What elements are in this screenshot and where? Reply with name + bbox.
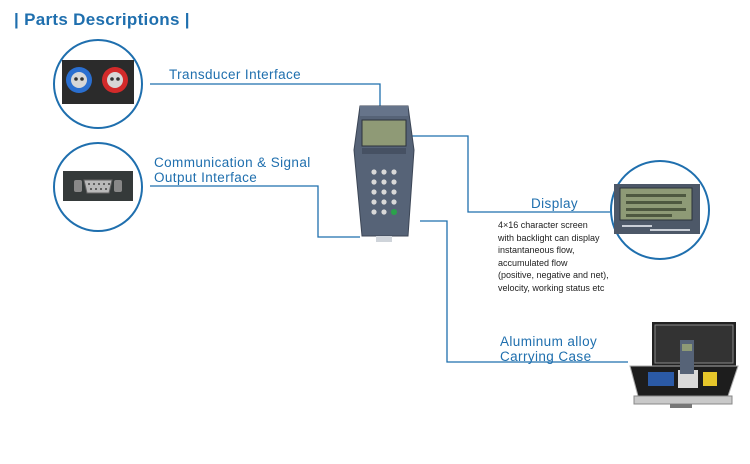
display-description-line: (positive, negative and net), (498, 270, 609, 280)
connector-transducer (150, 83, 381, 108)
display-description-line: with backlight can display (498, 232, 600, 243)
transducer-interface-image (53, 39, 143, 129)
label-transducer-interface: Transducer Interface (169, 67, 302, 82)
display-image (610, 160, 710, 260)
display-description-line: instantaneous flow, (498, 245, 575, 255)
page-title: | Parts Descriptions | (14, 10, 190, 29)
label-communication-line1: Communication & Signal (154, 155, 311, 170)
label-communication-line2: Output Interface (154, 170, 258, 185)
display-description-line: velocity, working status etc (498, 282, 605, 293)
display-description: 4×16 character screen with backlight can… (498, 219, 618, 294)
communication-interface-image (53, 142, 143, 232)
carrying-case-image (629, 322, 739, 408)
label-display: Display (531, 196, 579, 211)
display-description-line: 4×16 character screen (498, 220, 588, 230)
display-description-line: accumulated flow (498, 257, 568, 268)
connector-case (420, 220, 628, 363)
label-case-line2: Carrying Case (500, 349, 592, 364)
flowmeter-device-image (353, 105, 415, 242)
connector-communication (150, 185, 360, 238)
label-case-line1: Aluminum alloy (500, 334, 598, 349)
connector-display (406, 135, 610, 213)
